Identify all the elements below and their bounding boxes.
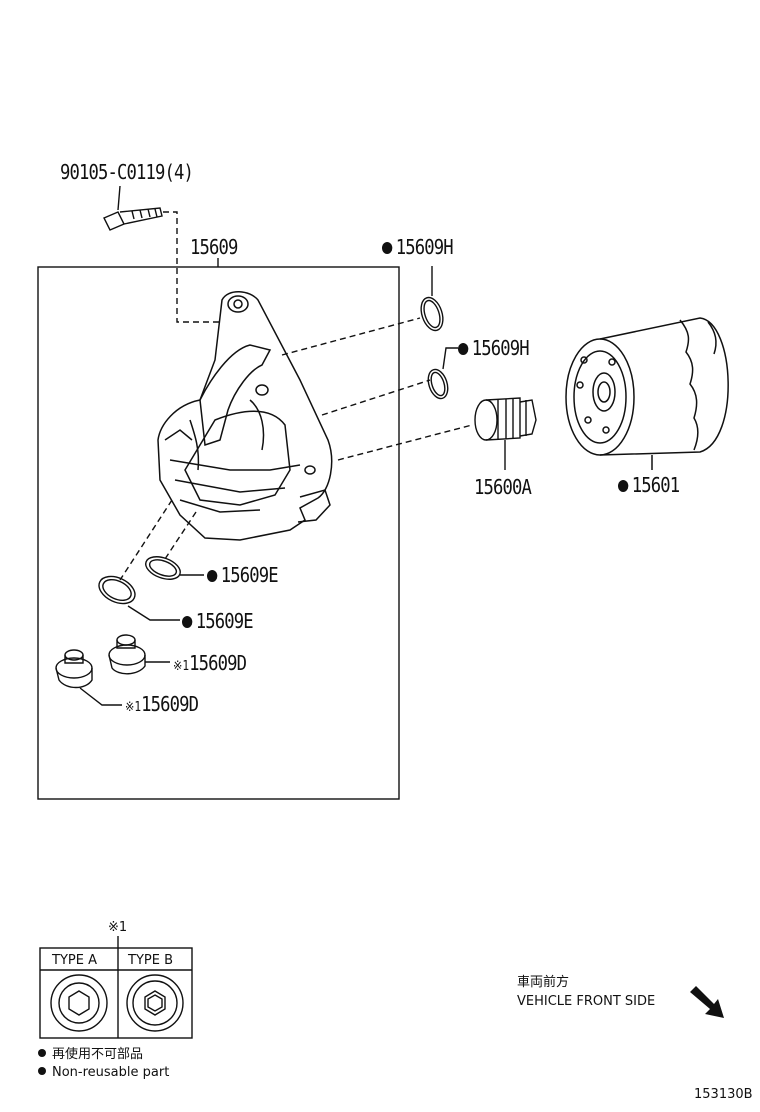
gasket-e1-label: 15609E <box>207 564 279 586</box>
dash-gasket-top <box>281 317 421 356</box>
type-a-label: TYPE A <box>52 953 97 968</box>
bolt-icon <box>103 185 163 231</box>
vehicle-front-en: VEHICLE FRONT SIDE <box>517 994 656 1009</box>
type-legend <box>39 936 193 1039</box>
type-b-label: TYPE B <box>128 953 173 968</box>
vehicle-front-jp: 車両前方 <box>517 975 570 990</box>
dash-gasket-e1 <box>119 499 173 581</box>
dash-union <box>337 424 473 461</box>
gasket-e2-label: 15609E <box>182 610 254 632</box>
o-ring-icon <box>98 575 180 621</box>
union-icon <box>474 397 537 470</box>
non-reusable-en: Non-reusable part <box>38 1065 169 1080</box>
o-ring-icon <box>427 347 458 400</box>
non-reusable-dot-icon <box>38 1049 46 1057</box>
filter-part-label: 15601 <box>618 474 680 496</box>
non-reusable-dot-icon <box>458 343 469 355</box>
non-reusable-dot-icon <box>182 616 193 628</box>
o-ring-icon <box>145 556 204 580</box>
o-ring-icon <box>420 266 444 332</box>
plug-d1-label: ※115609D <box>173 651 247 675</box>
oil-filter-cover-icon <box>157 291 333 541</box>
front-direction-arrow-icon <box>690 986 724 1018</box>
figure-code: 153130B <box>694 1087 753 1102</box>
cover-part-label: 15609 <box>190 235 238 259</box>
union-part-label: 15600A <box>474 475 532 499</box>
non-reusable-jp: 再使用不可部品 <box>38 1047 143 1062</box>
plug-d2-label: ※115609D <box>125 692 199 716</box>
oil-filter-icon <box>565 317 729 470</box>
non-reusable-dot-icon <box>382 242 393 254</box>
dash-gasket-mid <box>321 379 431 416</box>
legend-mark: ※1 <box>108 920 128 935</box>
plug-icon <box>108 634 170 675</box>
non-reusable-dot-icon <box>38 1067 46 1075</box>
non-reusable-dot-icon <box>207 570 218 582</box>
bolt-part-label: 90105-C0119(4) <box>60 160 194 184</box>
plug-icon <box>55 649 122 706</box>
gasket-mid-label: 15609H <box>458 337 530 359</box>
non-reusable-dot-icon <box>618 480 629 492</box>
gasket-top-label: 15609H <box>382 236 454 258</box>
